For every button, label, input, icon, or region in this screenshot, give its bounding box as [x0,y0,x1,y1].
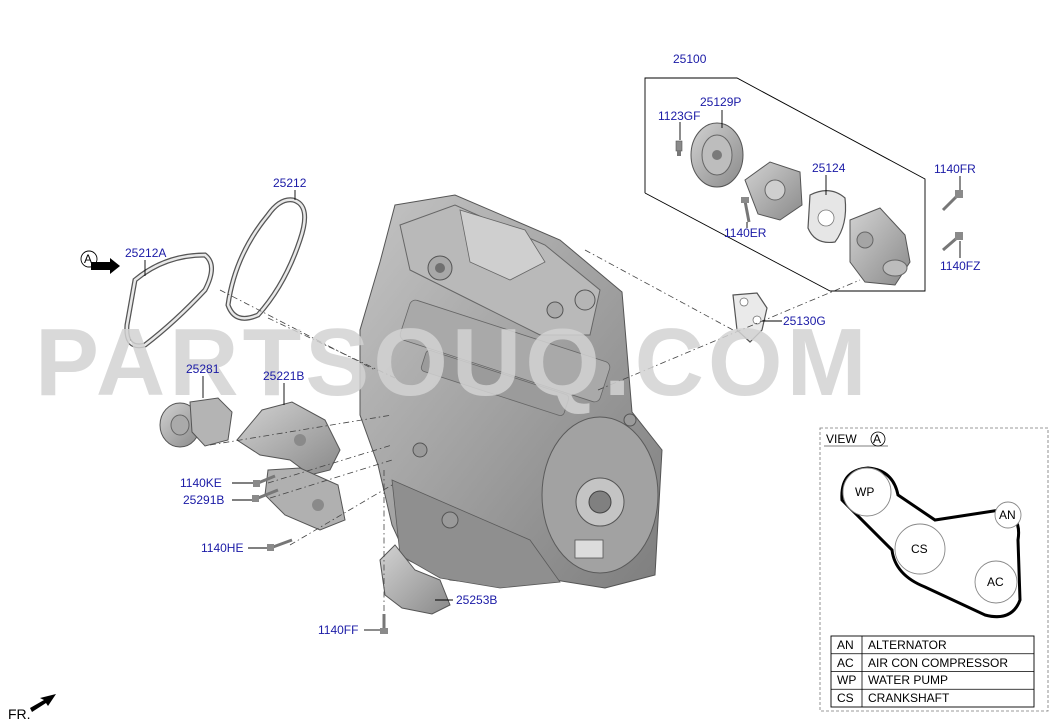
bolt-1140fz[interactable] [942,232,963,252]
engine-block [359,194,663,589]
water-pump-group-outline [644,77,926,292]
label-25281[interactable]: 25281 [186,362,220,376]
label-1123gf[interactable]: 1123GF [658,109,700,123]
label-1140er[interactable]: 1140ER [724,226,767,240]
label-25212a[interactable]: 25212A [125,246,166,260]
legend-code-1: AC [837,656,854,670]
leader-lines [144,110,961,631]
lower-bracket[interactable] [379,544,451,615]
pulley-an [994,501,1022,529]
watermark: PARTSOUQ.COM [35,309,871,416]
label-25129p[interactable]: 25129P [700,95,741,109]
water-pump-housing[interactable] [849,207,911,286]
water-pump-pulley[interactable] [690,122,744,188]
housing-gasket[interactable] [732,292,768,343]
label-1140fr[interactable]: 1140FR [934,162,976,176]
pulley-ac [974,560,1018,604]
legend-table: AN ALTERNATOR AC AIR CON COMPRESSOR WP W… [830,635,1035,708]
pulley-cs [894,523,946,575]
bolt-1140ke[interactable] [253,474,276,487]
front-arrow-icon [30,694,56,712]
tensioner-bracket[interactable] [236,401,346,531]
label-1140ke[interactable]: 1140KE [180,476,222,490]
view-a-marker: A [80,250,120,274]
bolt-25291b[interactable] [252,488,279,502]
label-1140fz[interactable]: 1140FZ [940,259,980,273]
label-25221b[interactable]: 25221B [263,369,304,383]
bolt-1123gf[interactable] [675,140,683,156]
legend-code-3: CS [837,691,854,705]
pulley-wp [842,467,892,517]
pulley-wp-label: WP [855,485,874,499]
drive-belt-25212a[interactable] [124,252,214,349]
legend-name-0: ALTERNATOR [868,638,947,652]
bolt-1140he[interactable] [267,538,293,551]
part-labels: 25100 25129P 1123GF 25124 1140FR 1140ER … [125,52,980,637]
bolt-1140er[interactable] [741,197,751,223]
legend-name-3: CRANKSHAFT [868,691,950,705]
pulley-an-label: AN [999,508,1016,522]
drive-belt-25212[interactable] [225,197,308,321]
label-1140he[interactable]: 1140HE [201,541,243,555]
label-25100[interactable]: 25100 [673,52,707,66]
pulley-cs-label: CS [911,542,928,556]
water-pump-body[interactable] [744,161,803,221]
pulley-ac-label: AC [987,575,1004,589]
label-25253b[interactable]: 25253B [456,593,497,607]
view-a-marker-letter: A [84,252,92,266]
legend-name-2: WATER PUMP [868,673,948,687]
label-25212[interactable]: 25212 [273,176,307,190]
view-a-title: VIEW [826,432,857,446]
bolt-1140fr[interactable] [941,190,963,212]
label-25291b[interactable]: 25291B [183,493,224,507]
label-25130g[interactable]: 25130G [783,314,826,328]
projection-lines [209,249,861,612]
legend-code-2: WP [837,673,856,687]
belt-tensioner[interactable] [159,397,233,448]
legend-name-1: AIR CON COMPRESSOR [868,656,1008,670]
front-label: FR. [8,706,31,722]
view-a-title-letter: A [873,432,881,446]
view-arrow-icon [91,258,120,274]
label-25124[interactable]: 25124 [812,161,846,175]
legend-code-0: AN [837,638,854,652]
label-1140ff[interactable]: 1140FF [318,623,358,637]
front-indicator: FR. [8,694,56,722]
water-pump-gasket[interactable] [807,190,847,244]
bolt-1140ff[interactable] [380,614,388,634]
